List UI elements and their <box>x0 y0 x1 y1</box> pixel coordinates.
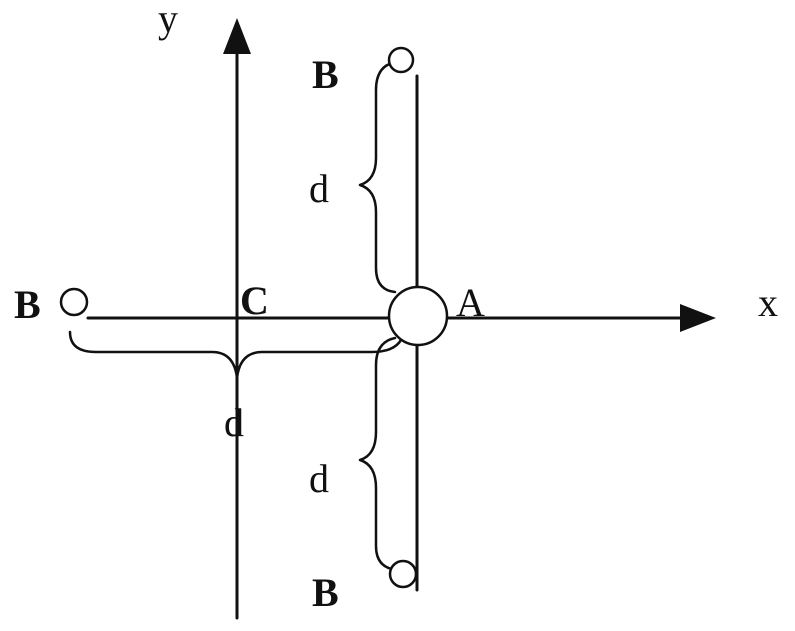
charge-a <box>387 285 449 347</box>
label-a: A <box>456 280 485 325</box>
label-c: C <box>240 278 269 323</box>
brace-horizontal <box>68 330 406 380</box>
brace-bottom <box>358 336 399 572</box>
x-axis-arrowhead <box>680 304 716 332</box>
label-b-bottom: B <box>312 570 339 615</box>
y-axis-arrowhead <box>223 18 251 54</box>
label-b-left: B <box>14 282 41 327</box>
charge-b-left <box>59 287 89 317</box>
x-axis-label: x <box>758 280 778 325</box>
charge-b-bottom <box>388 559 418 589</box>
label-b-top: B <box>312 52 339 97</box>
brace-top <box>358 60 400 294</box>
label-d-horizontal: d <box>224 400 244 445</box>
charge-b-top <box>387 46 415 74</box>
label-d-top: d <box>309 166 329 211</box>
label-d-bottom: d <box>309 456 329 501</box>
y-axis-label: y <box>158 0 178 41</box>
